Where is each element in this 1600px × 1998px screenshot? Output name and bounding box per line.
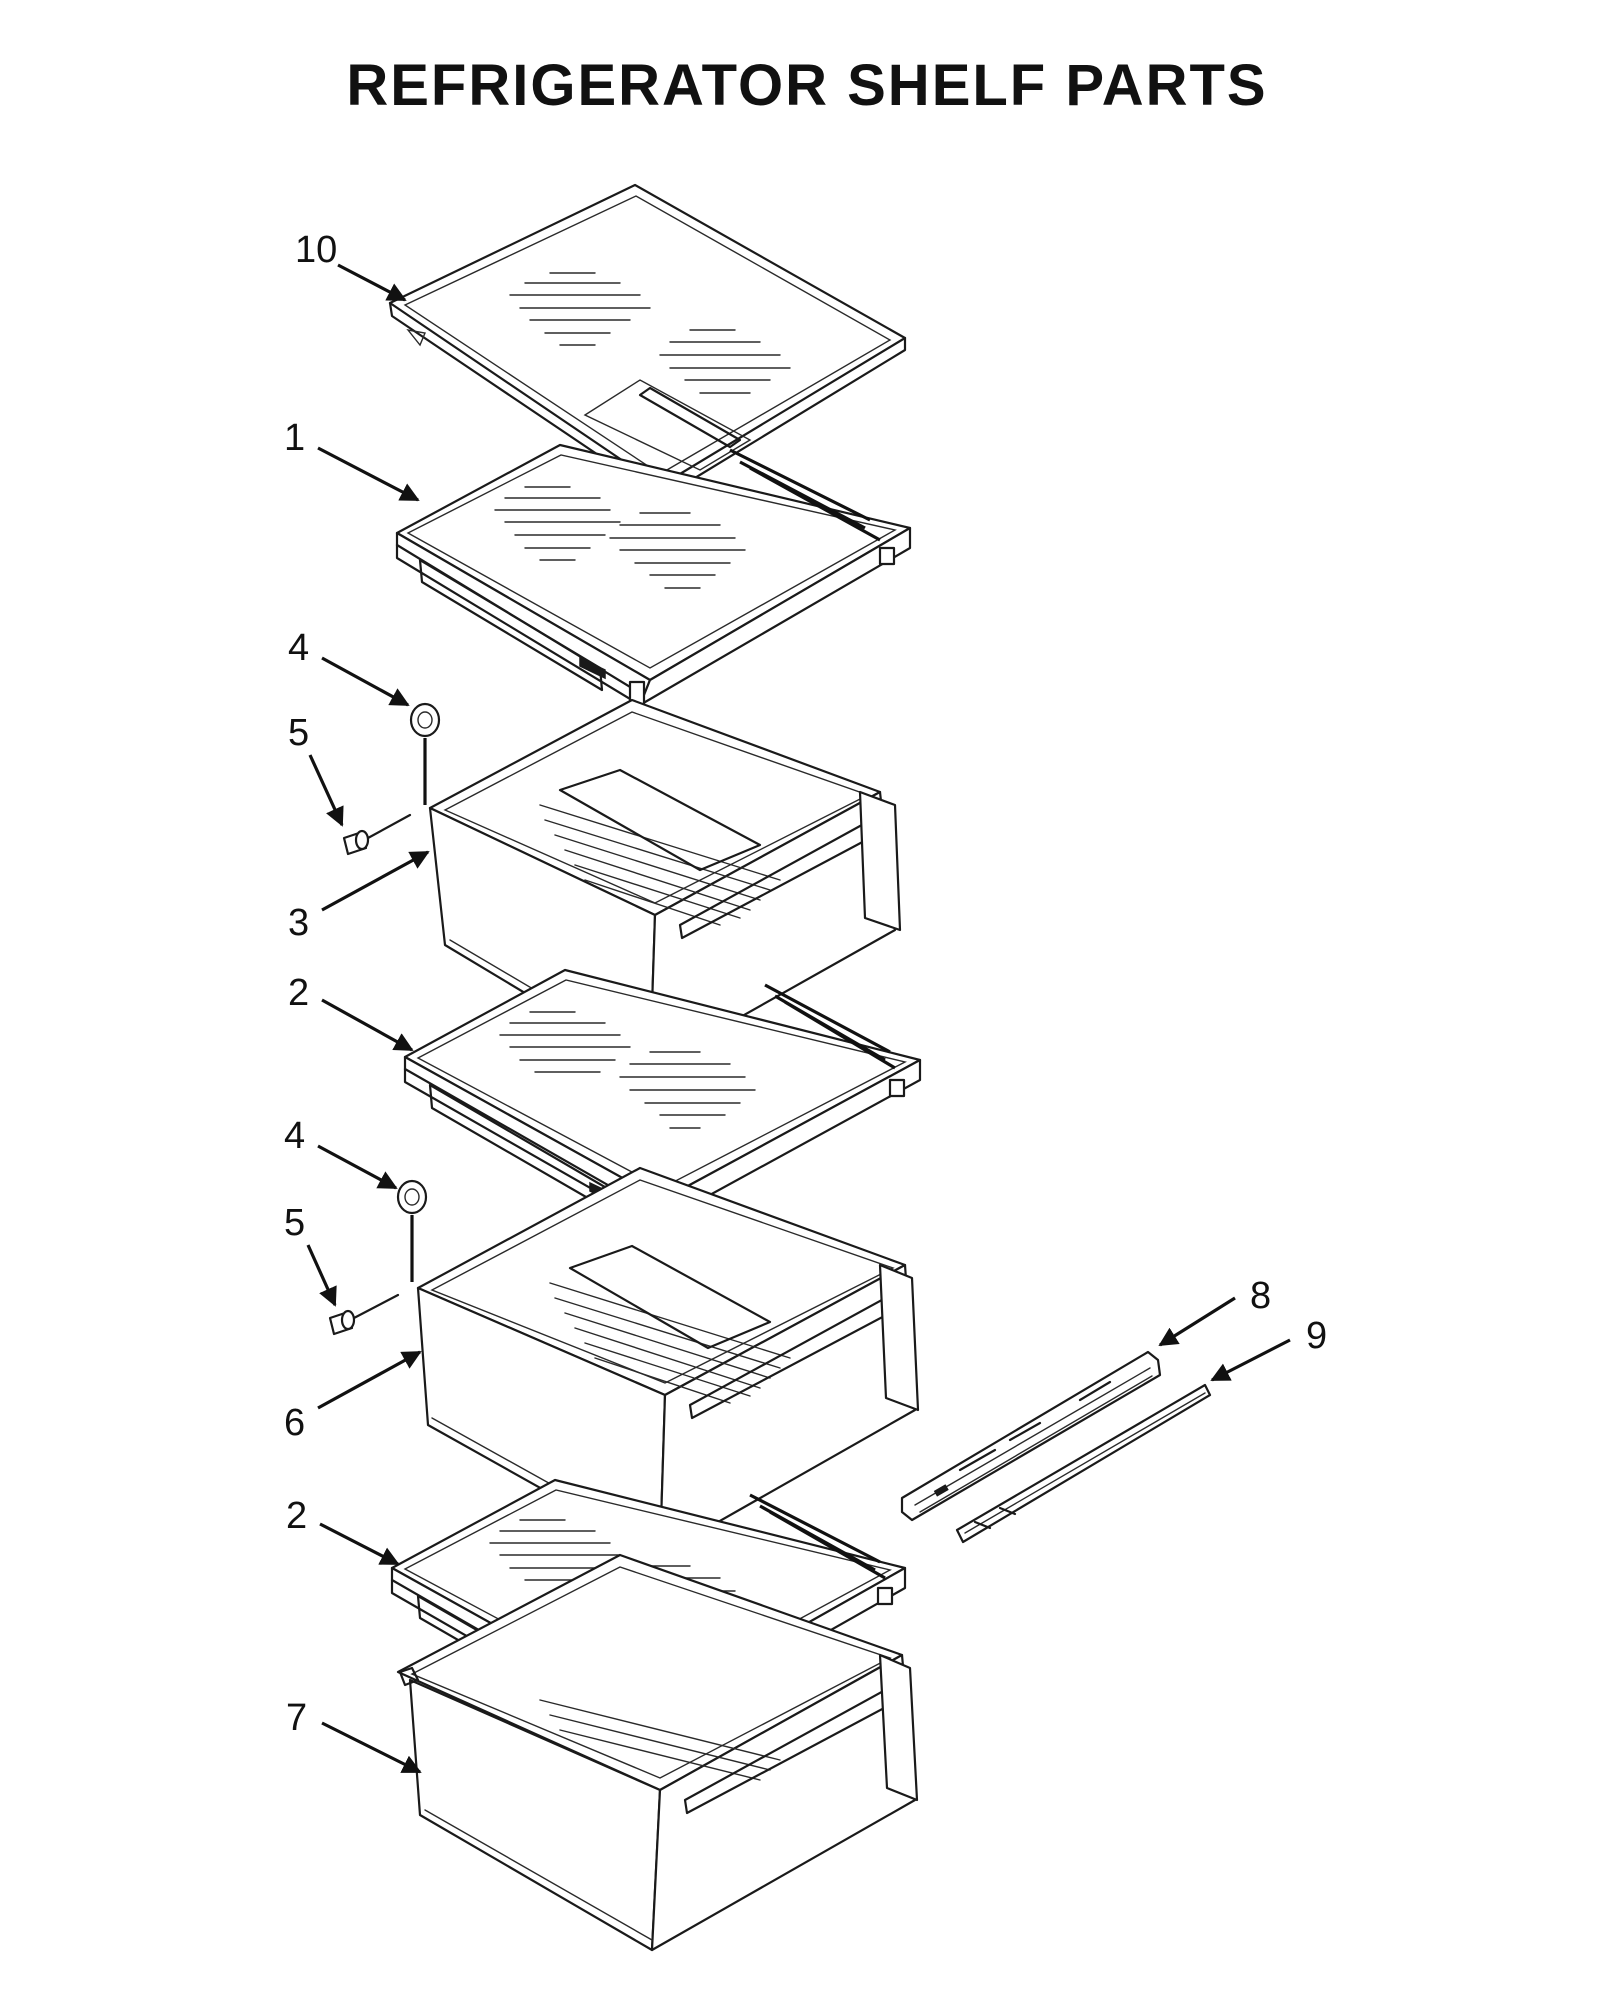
part-7-bottom-drawer	[396, 1553, 919, 1952]
callout-1: 1	[284, 417, 305, 459]
callout-5-upper: 5	[288, 712, 309, 754]
part-4-lower-cap	[396, 1179, 428, 1282]
callout-4-upper: 4	[288, 627, 309, 669]
part-1-upper-shelf	[395, 443, 912, 707]
part-2-middle-shelf	[403, 968, 922, 1227]
callout-5-lower: 5	[284, 1202, 305, 1244]
leader-arrows	[306, 263, 1291, 1774]
part-10-glass-shelf	[388, 183, 907, 500]
part-9-slide-track	[955, 1383, 1212, 1544]
callout-9: 9	[1306, 1315, 1327, 1357]
callout-10: 10	[295, 229, 337, 271]
part-5-upper-pin	[342, 813, 412, 856]
callout-2-lower: 2	[286, 1495, 307, 1537]
callout-4-lower: 4	[284, 1115, 305, 1157]
part-6-middle-drawer	[416, 1166, 920, 1557]
callout-3: 3	[288, 902, 309, 944]
part-3-upper-drawer	[428, 698, 902, 1070]
callout-2-middle: 2	[288, 972, 309, 1014]
callout-8: 8	[1250, 1275, 1271, 1317]
part-5-lower-pin	[328, 1293, 400, 1336]
callout-labels: 10 1 4 5 3 2 4 5 6 2 7 8 9	[284, 229, 1327, 1739]
diagram-title: REFRIGERATOR SHELF PARTS	[346, 53, 1267, 118]
part-8-slide-rail	[900, 1350, 1162, 1522]
part-4-upper-cap	[409, 702, 441, 805]
callout-6: 6	[284, 1402, 305, 1444]
callout-7: 7	[286, 1697, 307, 1739]
